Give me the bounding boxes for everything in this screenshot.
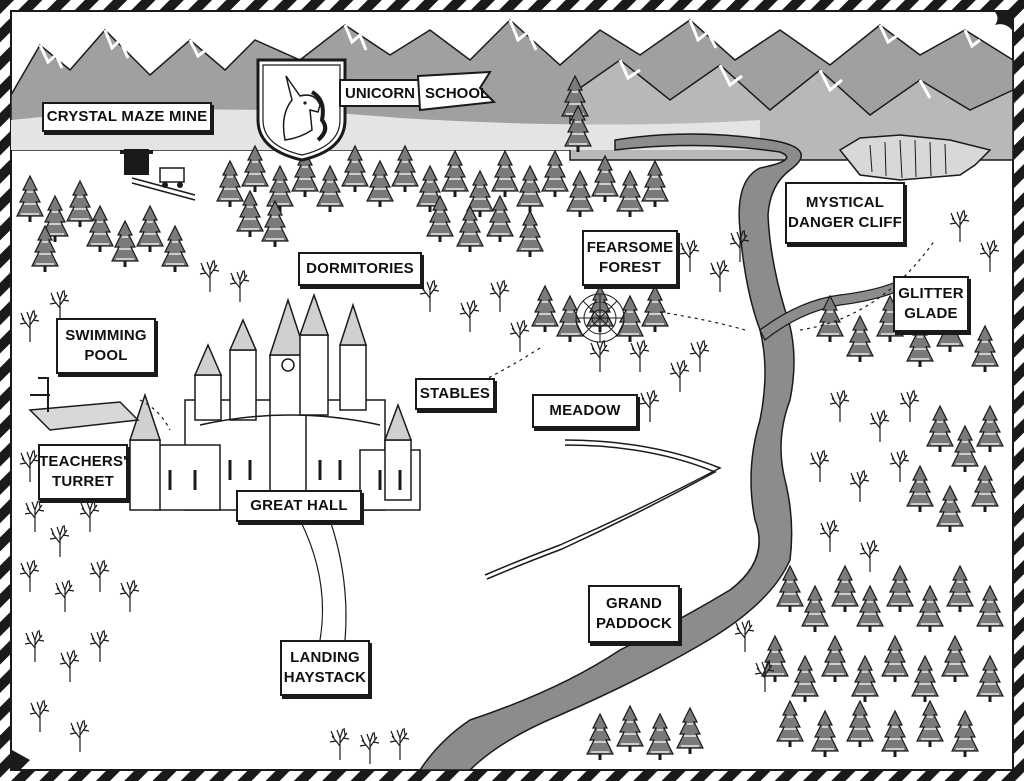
- holly-icon: [12, 12, 1012, 770]
- label-stables: STABLES: [415, 378, 495, 410]
- label-meadow: MEADOW: [532, 394, 638, 428]
- spider-web-icon: [575, 293, 625, 343]
- unicorn-crest-icon: [256, 58, 347, 162]
- label-grand-paddock: GRAND PADDOCK: [588, 585, 680, 643]
- trails: [139, 239, 936, 431]
- landing-path: [299, 519, 347, 641]
- label-dormitories: DORMITORIES: [298, 252, 422, 286]
- cliff: [838, 134, 992, 181]
- paddock-fence: [484, 439, 722, 580]
- label-landing-haystack: LANDING HAYSTACK: [280, 640, 370, 696]
- label-glitter-glade: GLITTER GLADE: [893, 276, 969, 332]
- label-great-hall: GREAT HALL: [236, 490, 362, 522]
- mine-cart-icon: [120, 149, 196, 201]
- label-swimming-pool: SWIMMING POOL: [56, 318, 156, 374]
- school-banner: [339, 70, 497, 112]
- label-school: SCHOOL: [425, 85, 490, 102]
- label-fearsome-forest: FEARSOME FOREST: [582, 230, 678, 286]
- label-unicorn: UNICORN: [345, 85, 415, 102]
- label-crystal-maze-mine: CRYSTAL MAZE MINE: [42, 102, 212, 132]
- label-teachers-turret: TEACHERS' TURRET: [38, 444, 128, 500]
- label-mystical-danger-cliff: MYSTICAL DANGER CLIFF: [785, 182, 905, 244]
- swimming-pool-icon: [28, 377, 140, 431]
